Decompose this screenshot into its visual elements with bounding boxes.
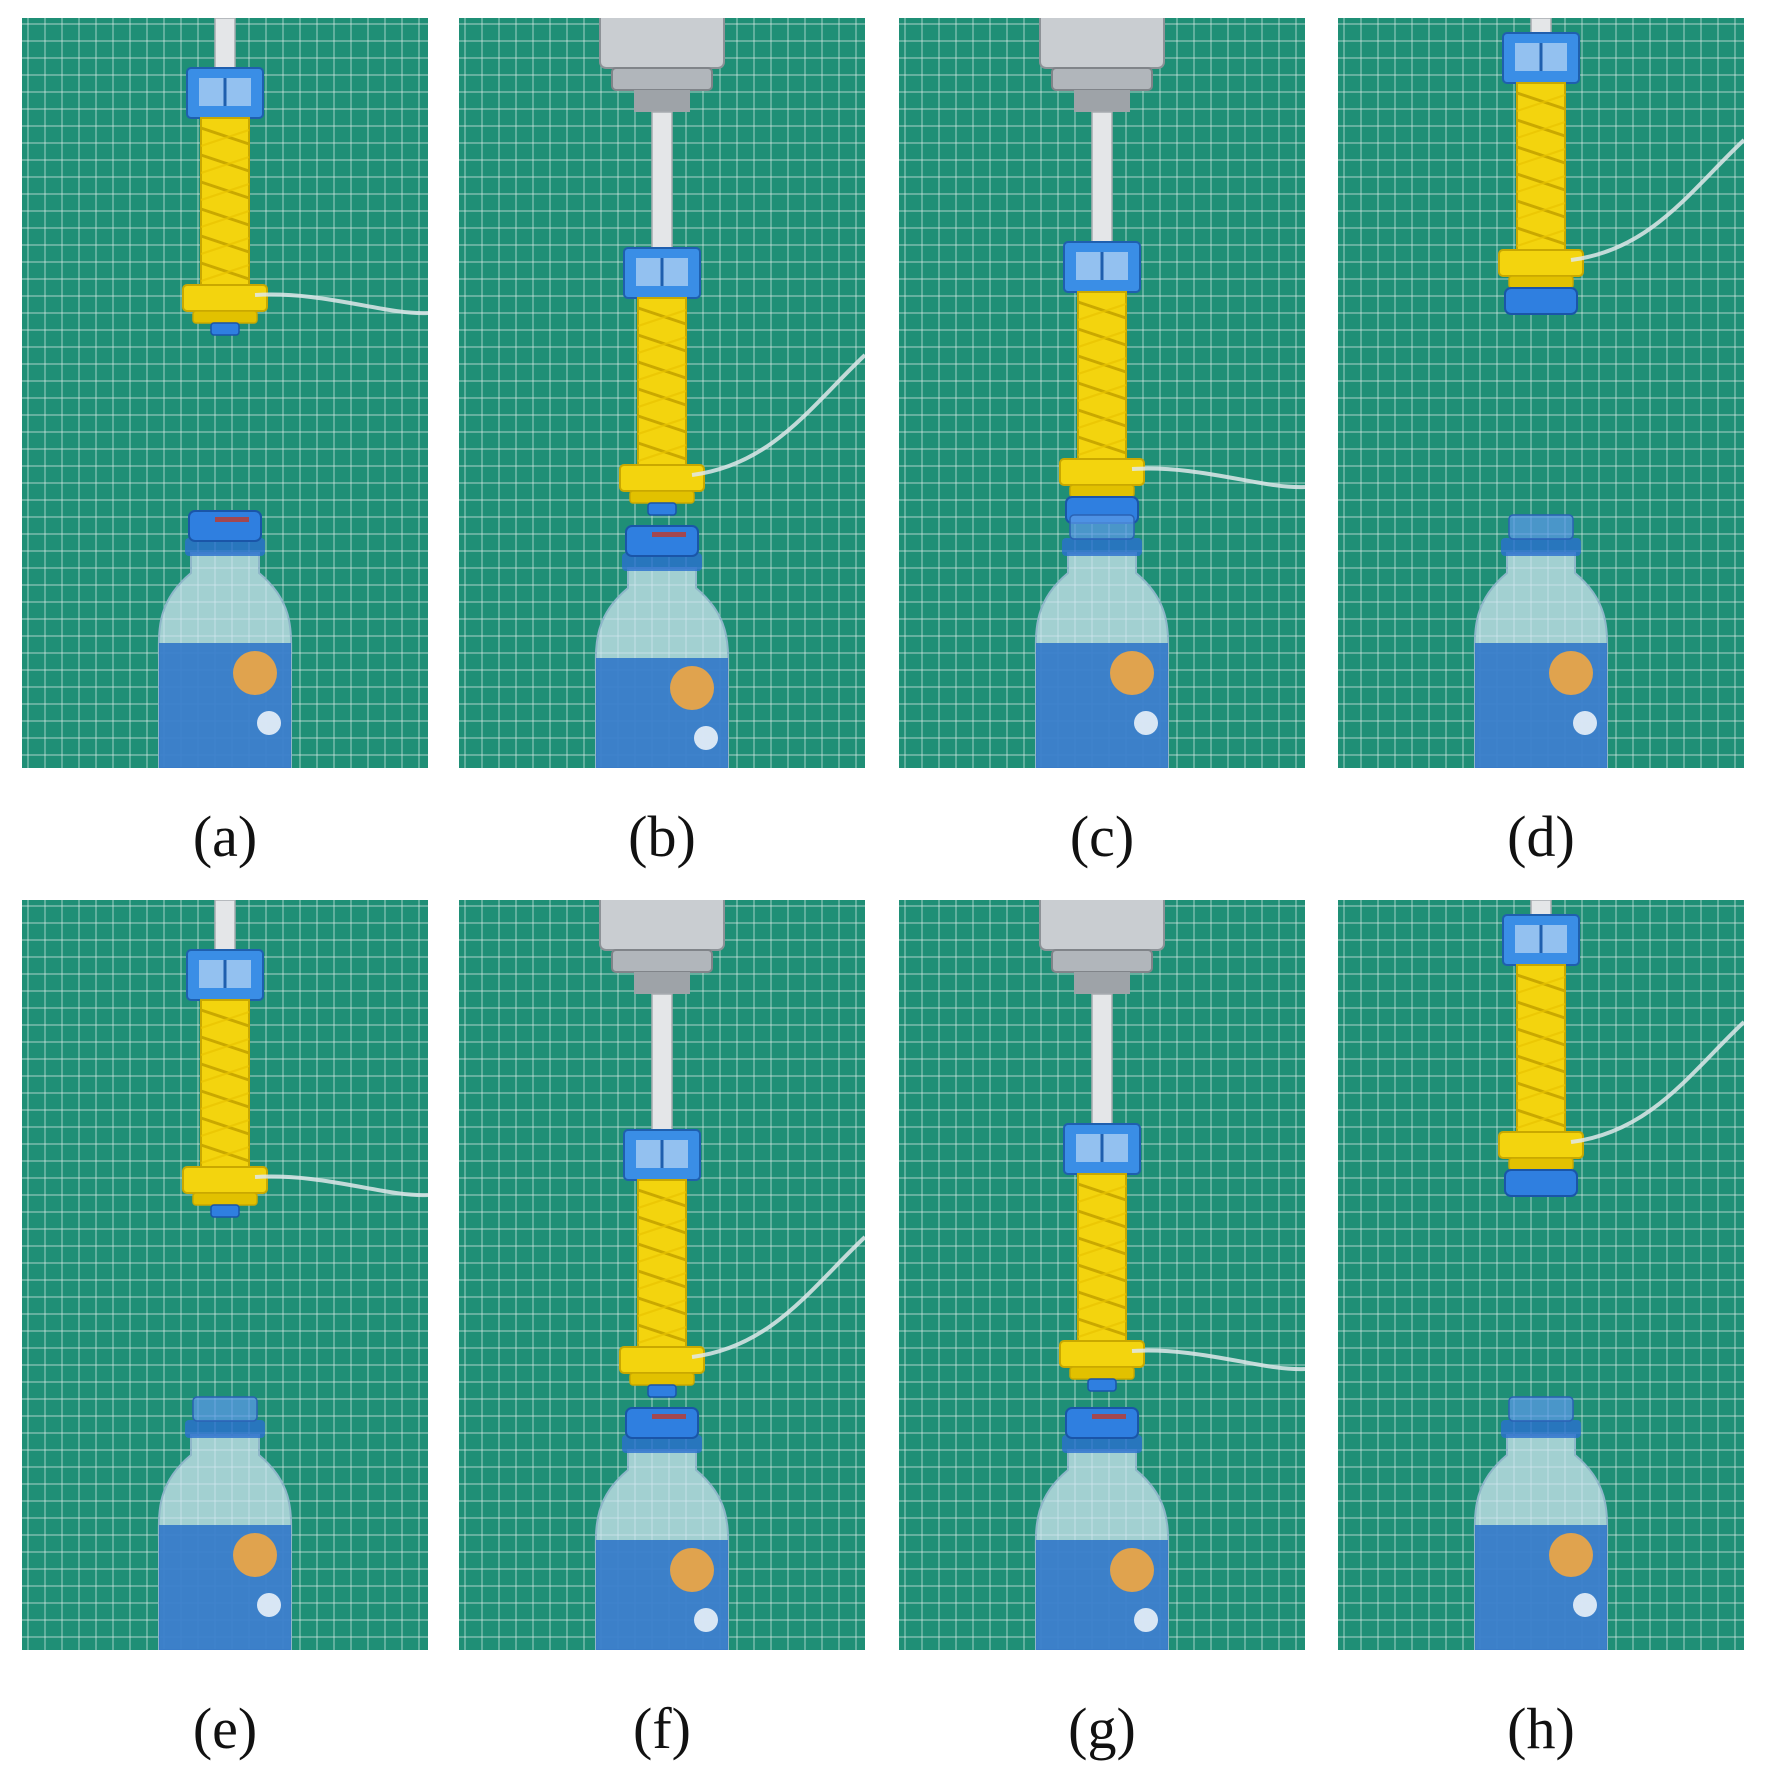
caption-f: (f) <box>633 1696 691 1761</box>
plastic-bottle-icon <box>594 553 730 768</box>
yellow-soft-gripper-icon <box>1498 964 1584 1171</box>
blue-mount-frame-icon <box>186 67 264 119</box>
bottle-cap-icon <box>1504 1169 1578 1197</box>
blue-mount-frame-icon <box>1063 241 1141 293</box>
air-tube-icon <box>1570 1020 1744 1144</box>
suction-tip-icon <box>210 1204 240 1218</box>
plastic-bottle-icon <box>1034 538 1170 768</box>
metal-rod-icon <box>651 111 673 249</box>
plastic-bottle-icon <box>594 1435 730 1650</box>
plastic-bottle-icon <box>1034 1435 1170 1650</box>
yellow-soft-gripper-icon <box>619 297 705 504</box>
photo-panel-b <box>459 18 865 768</box>
photo-panel-e <box>22 900 428 1650</box>
photo-panel-c <box>899 18 1305 768</box>
blue-mount-frame-icon <box>1502 914 1580 966</box>
blue-mount-frame-icon <box>1502 32 1580 84</box>
bottle-neck-icon <box>1508 514 1574 540</box>
caption-a: (a) <box>192 804 258 869</box>
air-tube-icon <box>1570 138 1744 262</box>
air-tube-icon <box>254 1174 428 1198</box>
photo-panel-h <box>1338 900 1744 1650</box>
bottle-cap-icon <box>1504 287 1578 315</box>
photo-panel-a <box>22 18 428 768</box>
yellow-soft-gripper-icon <box>182 999 268 1206</box>
air-tube-icon <box>254 292 428 316</box>
caption-d: (d) <box>1507 804 1575 869</box>
yellow-soft-gripper-icon <box>1498 82 1584 289</box>
bottle-cap-on-bottle-icon <box>1065 1407 1139 1439</box>
metal-rod-icon <box>1530 18 1552 34</box>
air-tube-icon <box>691 1235 865 1359</box>
blue-mount-frame-icon <box>186 949 264 1001</box>
blue-mount-frame-icon <box>623 247 701 299</box>
photo-panel-d <box>1338 18 1744 768</box>
suction-tip-icon <box>647 502 677 516</box>
bottle-neck-icon <box>1508 1396 1574 1422</box>
photo-panel-f <box>459 900 865 1650</box>
caption-h: (h) <box>1507 1696 1575 1761</box>
blue-mount-frame-icon <box>1063 1123 1141 1175</box>
plastic-bottle-icon <box>157 1420 293 1650</box>
plastic-bottle-icon <box>157 538 293 768</box>
yellow-soft-gripper-icon <box>182 117 268 324</box>
caption-c: (c) <box>1069 804 1135 869</box>
air-tube-icon <box>691 353 865 477</box>
air-tube-icon <box>1131 466 1305 490</box>
plastic-bottle-icon <box>1473 1420 1609 1650</box>
suction-tip-icon <box>647 1384 677 1398</box>
caption-e: (e) <box>192 1696 258 1761</box>
blue-mount-frame-icon <box>623 1129 701 1181</box>
caption-b: (b) <box>628 804 696 869</box>
photo-panel-g <box>899 900 1305 1650</box>
yellow-soft-gripper-icon <box>1059 1173 1145 1380</box>
bottle-cap-on-bottle-icon <box>625 525 699 557</box>
metal-rod-icon <box>1530 900 1552 916</box>
air-tube-icon <box>1131 1348 1305 1372</box>
robot-flange-icon <box>1039 18 1165 112</box>
robot-flange-icon <box>599 18 725 112</box>
yellow-soft-gripper-icon <box>1059 291 1145 498</box>
metal-rod-icon <box>1091 111 1113 243</box>
metal-rod-icon <box>651 993 673 1131</box>
bottle-cap-on-bottle-icon <box>625 1407 699 1439</box>
metal-rod-icon <box>1091 993 1113 1125</box>
bottle-cap-on-bottle-icon <box>188 510 262 542</box>
mat-grid <box>459 18 865 768</box>
robot-flange-icon <box>1039 900 1165 994</box>
suction-tip-icon <box>1087 1378 1117 1392</box>
bottle-neck-icon <box>192 1396 258 1422</box>
bottle-neck-icon <box>1069 514 1135 540</box>
plastic-bottle-icon <box>1473 538 1609 768</box>
suction-tip-icon <box>210 322 240 336</box>
metal-rod-icon <box>214 18 236 69</box>
caption-g: (g) <box>1068 1696 1136 1761</box>
metal-rod-icon <box>214 900 236 951</box>
yellow-soft-gripper-icon <box>619 1179 705 1386</box>
robot-flange-icon <box>599 900 725 994</box>
